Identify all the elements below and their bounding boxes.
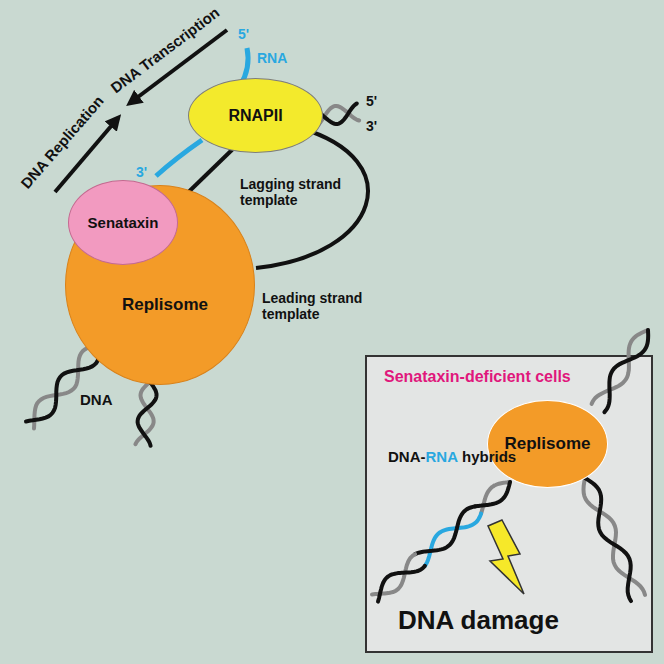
helix-strand xyxy=(138,382,157,446)
dna-helices xyxy=(26,104,648,602)
annotation-label: 3' xyxy=(136,164,147,180)
helix-strand xyxy=(26,345,100,422)
node-label: RNAPII xyxy=(228,107,282,125)
helix-strand xyxy=(584,478,646,595)
hybrids-label: DNA-RNAhybrids xyxy=(388,448,516,466)
annotation-label: RNA xyxy=(257,50,287,66)
annotation-label: RNA xyxy=(426,448,459,465)
node-label: Senataxin xyxy=(88,214,159,231)
helix-strand xyxy=(475,482,510,507)
helix-strand xyxy=(604,330,648,412)
annotation-label: hybrids xyxy=(462,448,516,465)
annotation-label: DNA Replication xyxy=(17,92,107,192)
annotation-label: DNA damage xyxy=(398,606,559,636)
annotation-label: 5' xyxy=(238,26,249,42)
annotation-label: 5' xyxy=(366,93,377,109)
annotation-label: DNA- xyxy=(388,448,426,465)
helix-strand xyxy=(34,345,100,429)
helix-strand xyxy=(585,478,631,601)
helix-strand xyxy=(378,566,425,602)
annotation-label: Lagging strand template xyxy=(240,176,358,208)
rna-3-end xyxy=(156,140,202,176)
annotation-label: Leading strand template xyxy=(262,290,380,322)
node-label: Replisome xyxy=(122,295,208,315)
annotation-label: DNA xyxy=(80,391,113,408)
ellipse-node: RNAPII xyxy=(188,78,323,153)
ellipse-node: Replisome xyxy=(487,400,609,488)
node-label: Replisome xyxy=(505,434,591,454)
helix-strand xyxy=(592,330,648,404)
helix-strand xyxy=(415,506,475,554)
panel-heading: Senataxin-deficient cells xyxy=(384,368,571,386)
damage-bolt xyxy=(488,520,524,594)
ellipse-node: Senataxin xyxy=(68,180,178,265)
annotation-label: 3' xyxy=(366,118,377,134)
annotation-label: DNA Transcription xyxy=(107,4,222,97)
